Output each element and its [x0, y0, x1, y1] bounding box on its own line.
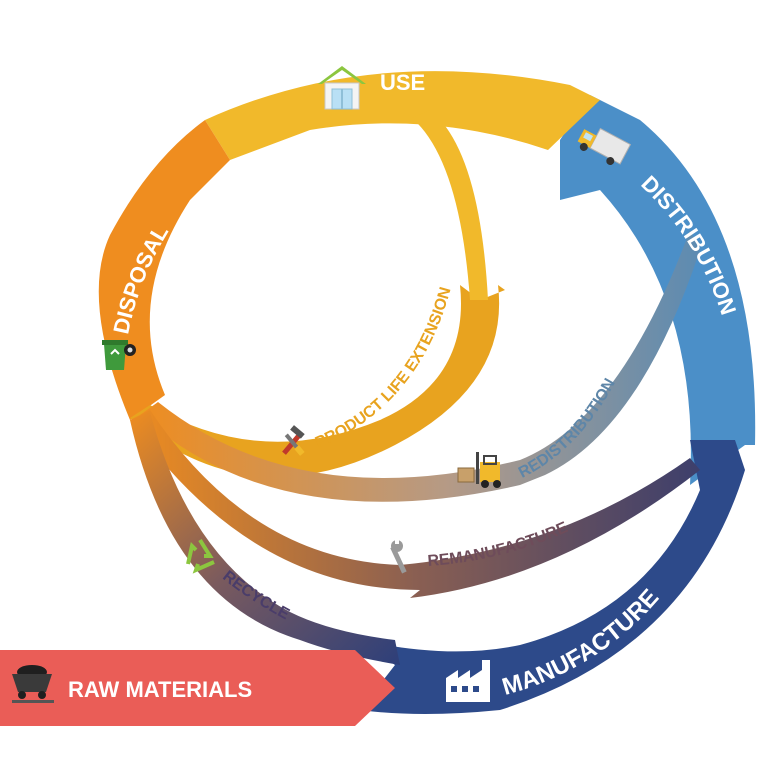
recycle-icon [186, 538, 215, 574]
recycle-loop [130, 412, 400, 665]
distribution-arrow [560, 95, 756, 485]
trash-bin-icon [102, 340, 136, 370]
forklift-icon [457, 452, 501, 488]
product-life-extension-inner-arc [412, 110, 488, 300]
remanufacture-loop [130, 410, 700, 598]
house-icon [318, 66, 366, 110]
use-arrow [205, 71, 600, 160]
raw-materials-arrow [0, 650, 395, 726]
use-label: USE [380, 70, 425, 95]
disposal-arrow [98, 120, 230, 420]
factory-icon [446, 660, 490, 702]
product-life-extension-loop [130, 285, 505, 477]
tools-icon [282, 425, 305, 456]
truck-icon [577, 127, 632, 166]
manufacture-label: MANUFACTURE [499, 584, 664, 701]
raw-materials-label: RAW MATERIALS [68, 677, 252, 702]
manufacture-arrow [360, 440, 745, 714]
wrench-icon [390, 538, 407, 574]
mine-cart-icon [12, 665, 54, 703]
